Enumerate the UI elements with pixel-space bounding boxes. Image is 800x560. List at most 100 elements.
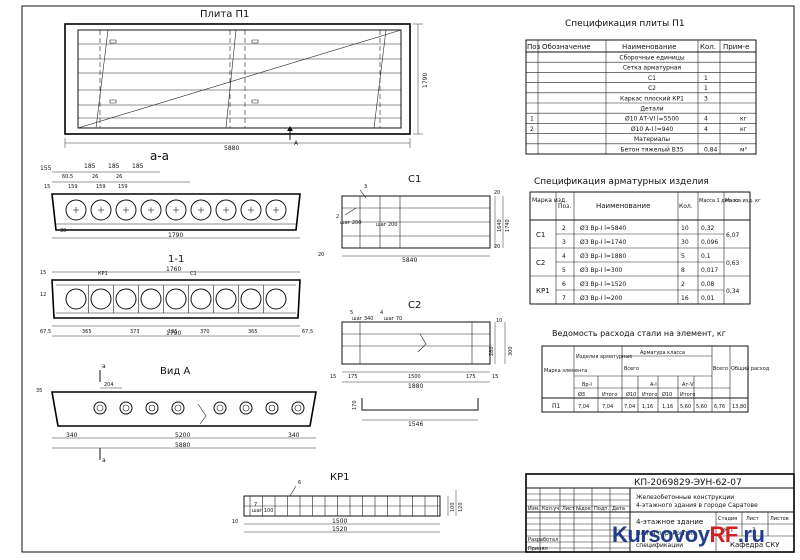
rebar-qty: 5 — [681, 253, 685, 260]
view-a-mark-bottom: а — [102, 457, 106, 464]
hole-inner — [242, 404, 250, 412]
hole-inner — [96, 404, 104, 412]
hole-inner — [148, 404, 156, 412]
void-circle — [65, 288, 87, 310]
stamp-col-0: Изм. — [528, 506, 540, 512]
mesh-c1: 2 шаг 200 3 шаг 200 5840 20 20 20 1640 1… — [318, 184, 511, 264]
spec-plate-title: Спецификация плиты П1 — [565, 19, 685, 29]
rebar-h-m1: Масса 1 дет. кг — [699, 198, 740, 204]
rebar-qty: 8 — [681, 267, 685, 274]
spec-plate-name: Сетка арматурная — [623, 65, 682, 72]
void-circle — [215, 199, 237, 221]
spec-plate-pos: 2 — [530, 126, 534, 133]
spec-plate-h-note: Прим-е — [723, 43, 749, 51]
kr1-pos7: 7 — [254, 502, 257, 508]
spec-plate-h-name: Наименование — [622, 43, 676, 51]
void-circle — [240, 288, 262, 310]
rebar-name: Ø3 Вр-I l=1740 — [580, 239, 626, 246]
aa-dim-26a: 26 — [92, 174, 98, 180]
mesh-c2: 5 4 шаг 340 шаг 70 15 175 1500 175 15 18… — [330, 310, 514, 428]
steel-val: 13,80 — [732, 404, 746, 410]
hole-outer — [119, 401, 133, 415]
hole-inner — [294, 404, 302, 412]
aa-dim-185b: 185 — [108, 163, 120, 170]
s11-dim-top: 1760 — [166, 266, 181, 273]
rebar-name: Ø3 Вр-I l=300 — [580, 267, 623, 274]
stamp-col-1: Кол.уч — [542, 506, 559, 512]
hole-inner — [268, 404, 276, 412]
c2-dim-h2: 300 — [508, 346, 514, 356]
plate-plan: А 5880 1790 — [64, 23, 429, 152]
spec-plate-h-code: Обозначение — [542, 43, 591, 51]
c2-title: С2 — [408, 300, 421, 311]
c1-dim-20c: 20 — [494, 244, 500, 250]
rebar-m1: 0,096 — [701, 239, 718, 246]
spec-plate-note: кг — [740, 126, 747, 133]
spec-plate-note: м³ — [740, 146, 748, 153]
s11-dim: 67,5 — [302, 329, 313, 335]
stamp-code: КП-2069829-ЭУН-62-07 — [634, 478, 742, 488]
spec-plate-qty: 1 — [704, 85, 708, 92]
plate-dim-width: 1790 — [422, 73, 429, 88]
c1-step-a: шаг 200 — [340, 220, 361, 226]
aa-dim-605: 60,5 — [62, 174, 73, 180]
view-a-dim-5200: 5200 — [175, 432, 190, 439]
c1-dim-length: 5840 — [402, 257, 417, 264]
s11-side-a: 15 — [40, 270, 46, 276]
s11-dim: 67,5 — [40, 329, 51, 335]
steel-val: 6,76 — [714, 404, 725, 410]
rebar-h-name: Наименование — [596, 202, 650, 210]
c1-pos2: 2 — [336, 214, 339, 220]
kr1-dim-a: 1500 — [332, 518, 347, 525]
stamp-col-5: Дата — [612, 506, 625, 512]
aa-dim-total: 1790 — [168, 232, 183, 239]
stamp-dept: Кафедра СКУ — [730, 541, 780, 549]
steel-cls-vr: Вр-I — [582, 382, 592, 388]
spec-plate-name: Ø10 АТ-VI l=5500 — [625, 116, 679, 123]
spec-plate-note: кг — [740, 116, 747, 123]
stamp-stage-h: Стадия — [718, 516, 737, 522]
view-a-side: 35 — [36, 388, 42, 394]
spec-plate-qty: 4 — [704, 116, 708, 123]
kr1-d10: 10 — [232, 519, 238, 525]
c2-dim-15a: 15 — [330, 374, 336, 380]
void-circle — [115, 199, 137, 221]
steel-val: 1,16 — [662, 404, 673, 410]
spec-plate-name: Ø10 А-I l=940 — [631, 126, 674, 133]
rebar-name: Ø3 Вр-I l=5840 — [580, 225, 626, 232]
hole-inner — [216, 404, 224, 412]
spec-plate-qty: 0,84 — [704, 146, 718, 153]
steel-table: Марка элемента Изделия арматурные Армату… — [541, 345, 770, 413]
rebar-pos: 6 — [562, 281, 566, 288]
stamp-title1: Железобетонные конструкции — [636, 494, 734, 501]
view-a-dim-total: 5880 — [175, 442, 190, 449]
c2-dim-10: 10 — [496, 318, 502, 324]
c1-step-b: шаг 200 — [376, 222, 397, 228]
rebar-m1: 0,017 — [701, 267, 718, 274]
view-a-dim-340b: 340 — [288, 432, 300, 439]
spec-rebar-title: Спецификация арматурных изделия — [534, 177, 709, 187]
steel-sub: Итого — [680, 392, 695, 398]
void-circle — [90, 288, 112, 310]
spec-plate-qty: 1 — [704, 75, 708, 82]
rebar-total: 0,34 — [726, 288, 740, 295]
c2-pos4: 4 — [380, 310, 383, 316]
rebar-m1: 0,01 — [701, 295, 715, 302]
stamp-sub3: спецификации — [636, 542, 683, 549]
void-circle — [240, 199, 262, 221]
rebar-mark: КР1 — [536, 287, 550, 295]
s11-dim-total: 1790 — [166, 330, 181, 337]
c1-dim-h2: 1740 — [505, 219, 511, 232]
hole-inner — [174, 404, 182, 412]
stamp-sheets-h: Листов — [770, 516, 789, 522]
steel-sub: Итого — [602, 392, 617, 398]
hole-outer — [93, 401, 107, 415]
steel-h-products: Изделия арматурные — [576, 354, 632, 360]
spec-plate-h-qty: Кол. — [700, 43, 716, 51]
aa-dim-185a: 185 — [84, 163, 96, 170]
aa-dim-155: 155 — [40, 165, 52, 172]
s11-dim: 373 — [130, 329, 140, 335]
view-a-dim-340a: 340 — [66, 432, 78, 439]
